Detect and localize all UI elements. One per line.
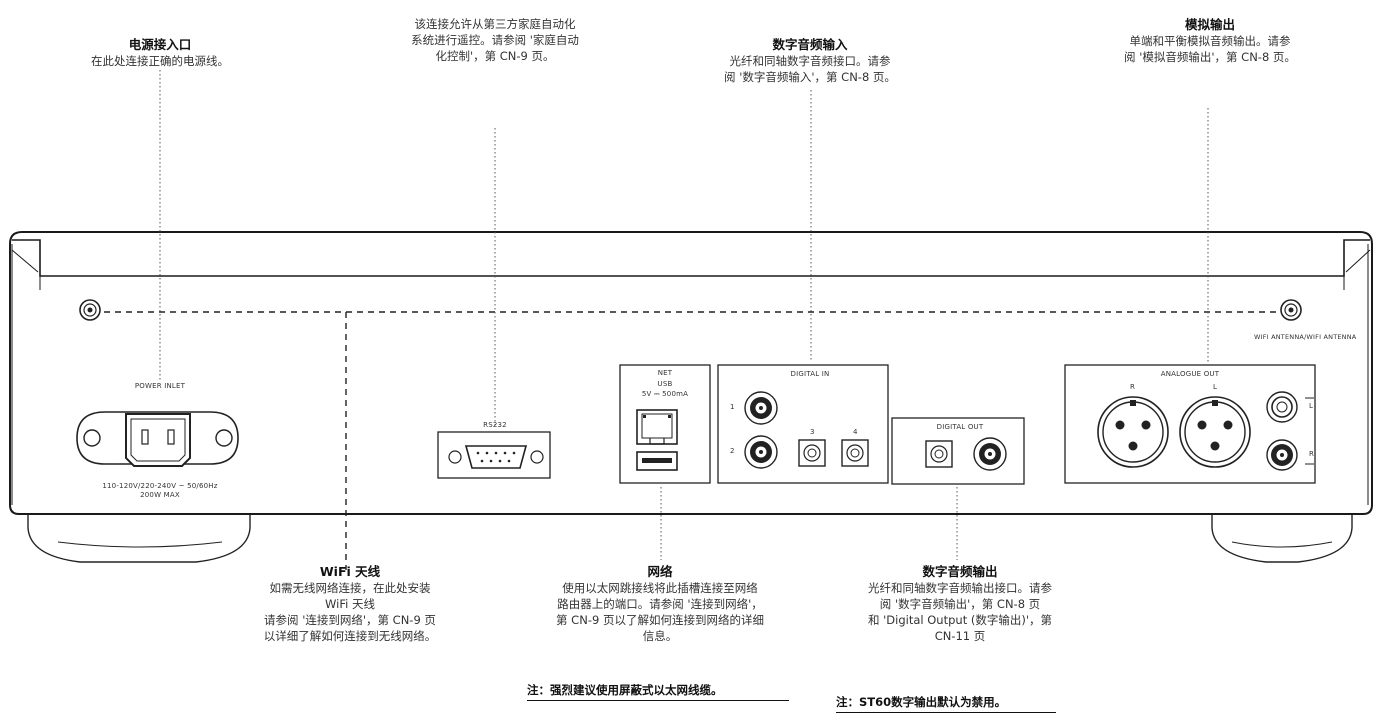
wifi-antenna-connector-icon[interactable] [1280, 299, 1302, 321]
digital-in-optical-4[interactable] [841, 439, 869, 467]
callout-network-line-2: 路由器上的端口。请参阅 '连接到网络'， [557, 597, 763, 611]
callout-rs232-line-1: 该连接允许从第三方家庭自动化 [414, 17, 576, 31]
callout-network-line-3: 第 CN-9 页以了解如何连接到网络的详细 [556, 613, 764, 627]
power-rating-1: 110-120V/220-240V ~ 50/60Hz [102, 482, 218, 490]
rca-right-connector[interactable] [1266, 439, 1298, 471]
analogue-out-label: ANALOGUE OUT [1160, 370, 1220, 378]
callout-wifi-line-4: 以详细了解如何连接到无线网络。 [263, 629, 437, 643]
right-foot [1211, 507, 1353, 563]
usb-port[interactable] [636, 451, 678, 471]
callout-network-line-4: 信息。 [642, 629, 678, 643]
analogue-l-label: L [1213, 383, 1218, 391]
network-note: 注：强烈建议使用屏蔽式以太网线缆。 [527, 682, 789, 701]
callout-analogue-out-line-2: 阅 '模拟音频输出'，第 CN-8 页。 [1124, 50, 1296, 64]
analogue-r-label: R [1130, 383, 1136, 391]
callout-digital-out-line-1: 光纤和同轴数字音频输出接口。请参 [868, 581, 1052, 595]
callout-network-line-1: 使用以太网跳接线将此插槽连接至网络 [562, 581, 758, 595]
callout-digital-in: 数字音频输入 光纤和同轴数字音频接口。请参 阅 '数字音频输入'，第 CN-8 … [690, 36, 930, 85]
callout-rs232-line-2: 系统进行遥控。请参阅 '家庭自动 [411, 33, 579, 47]
callout-wifi-line-1: 如需无线网络连接，在此处安装 [269, 581, 431, 595]
callout-wifi: WiFi 天线 如需无线网络连接，在此处安装 WiFi 天线 请参阅 '连接到网… [225, 563, 475, 644]
rca-left-connector[interactable] [1266, 391, 1298, 423]
callout-digital-out-line-3: 和 'Digital Output (数字输出)'，第 [867, 613, 1052, 627]
digital-out-label: DIGITAL OUT [936, 423, 984, 431]
power-rating-2: 200W MAX [140, 491, 180, 499]
callout-power-line-1: 在此处连接正确的电源线。 [91, 54, 229, 68]
xlr-right-connector[interactable] [1097, 396, 1169, 468]
usb-rating: 5V ⎓ 500mA [641, 390, 689, 398]
callout-digital-out: 数字音频输出 光纤和同轴数字音频输出接口。请参 阅 '数字音频输出'，第 CN-… [830, 563, 1090, 644]
callout-digital-in-line-1: 光纤和同轴数字音频接口。请参 [729, 54, 891, 68]
callout-digital-out-line-4: CN-11 页 [934, 629, 986, 643]
callout-wifi-title: WiFi 天线 [319, 564, 381, 579]
rca-l-label: L [1309, 402, 1314, 410]
digital-out-note: 注：ST60数字输出默认为禁用。 [836, 694, 1056, 713]
callout-digital-in-line-2: 阅 '数字音频输入'，第 CN-8 页。 [724, 70, 896, 84]
callout-digital-in-title: 数字音频输入 [772, 37, 848, 52]
digital-in-number-3: 3 [810, 428, 815, 436]
callout-network-title: 网络 [647, 564, 673, 579]
digital-in-coax-2[interactable] [744, 435, 778, 469]
digital-in-coax-1[interactable] [744, 391, 778, 425]
callout-power-title: 电源接入口 [128, 37, 192, 52]
callout-analogue-out-title: 模拟输出 [1184, 17, 1235, 32]
ethernet-port[interactable] [636, 409, 678, 445]
usb-label: USB [657, 380, 673, 388]
callout-digital-out-title: 数字音频输出 [922, 564, 998, 579]
power-inlet[interactable] [76, 411, 239, 467]
callout-analogue-out: 模拟输出 单端和平衡模拟音频输出。请参 阅 '模拟音频输出'，第 CN-8 页。 [1085, 16, 1335, 65]
power-inlet-label: POWER INLET [134, 382, 186, 390]
rs232-port[interactable] [437, 431, 551, 479]
callout-wifi-line-2: WiFi 天线 [325, 597, 375, 611]
callout-digital-out-line-2: 阅 '数字音频输出'，第 CN-8 页 [879, 597, 1041, 611]
digital-in-label: DIGITAL IN [790, 370, 830, 378]
callout-network: 网络 使用以太网跳接线将此插槽连接至网络 路由器上的端口。请参阅 '连接到网络'… [520, 563, 800, 644]
rca-r-label: R [1309, 450, 1315, 458]
wifi-antenna-label: WIFI ANTENNA/WIFI ANTENNA [1254, 333, 1357, 341]
net-label: NET [657, 369, 673, 377]
callout-rs232: 该连接允许从第三方家庭自动化 系统进行遥控。请参阅 '家庭自动 化控制'，第 C… [370, 16, 620, 64]
callout-rs232-line-3: 化控制'，第 CN-9 页。 [435, 49, 555, 63]
callout-analogue-out-line-1: 单端和平衡模拟音频输出。请参 [1129, 34, 1291, 48]
digital-in-number-2: 2 [730, 447, 735, 455]
digital-in-number-4: 4 [853, 428, 858, 436]
callout-power: 电源接入口 在此处连接正确的电源线。 [40, 36, 280, 69]
left-foot [27, 507, 251, 563]
digital-in-optical-3[interactable] [798, 439, 826, 467]
left-screw-icon [79, 299, 101, 321]
digital-out-coax[interactable] [973, 437, 1007, 471]
digital-in-number-1: 1 [730, 403, 735, 411]
rs232-label: RS232 [483, 421, 507, 429]
xlr-left-connector[interactable] [1179, 396, 1251, 468]
digital-out-optical[interactable] [925, 440, 953, 468]
callout-wifi-line-3: 请参阅 '连接到网络'，第 CN-9 页 [264, 613, 436, 627]
